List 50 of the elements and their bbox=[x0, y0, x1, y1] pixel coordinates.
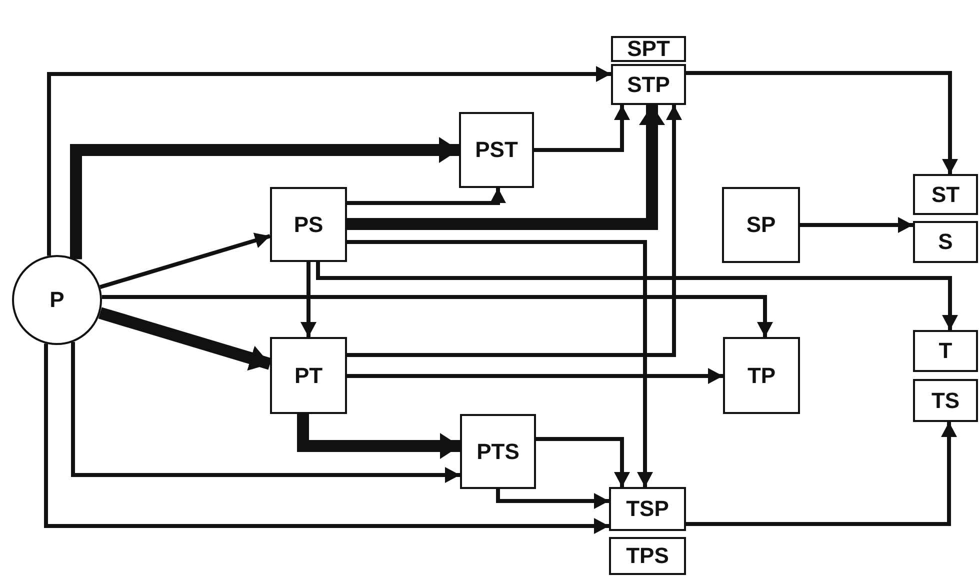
arrow bbox=[300, 262, 316, 337]
process-box bbox=[460, 414, 536, 489]
arrow bbox=[496, 489, 609, 509]
arrow bbox=[686, 71, 958, 174]
node-label: PT bbox=[294, 364, 323, 386]
process-box bbox=[270, 187, 347, 262]
process-box bbox=[723, 337, 800, 414]
arrow bbox=[536, 437, 630, 487]
process-box bbox=[722, 187, 800, 263]
node-label: S bbox=[938, 231, 953, 253]
process-box bbox=[611, 64, 686, 105]
arrow bbox=[347, 105, 682, 357]
process-box bbox=[459, 112, 534, 188]
arrow bbox=[347, 240, 653, 487]
process-box bbox=[609, 537, 686, 575]
arrow bbox=[800, 217, 913, 233]
process-box bbox=[611, 36, 686, 62]
node-label: T bbox=[938, 340, 952, 362]
arrow bbox=[71, 342, 460, 483]
process-box bbox=[270, 337, 347, 414]
process-box bbox=[913, 379, 978, 422]
node-label: TPS bbox=[626, 545, 669, 567]
arrow bbox=[316, 262, 958, 330]
arrow bbox=[100, 232, 271, 289]
arrow bbox=[98, 307, 272, 371]
arrow bbox=[347, 368, 723, 384]
arrow bbox=[47, 66, 611, 256]
node-label: SP bbox=[746, 214, 776, 236]
node-label: TSP bbox=[626, 498, 669, 520]
node-label: STP bbox=[627, 74, 670, 96]
node-label: PS bbox=[294, 214, 324, 236]
arrow bbox=[534, 105, 630, 152]
process-box bbox=[913, 174, 978, 215]
process-box bbox=[913, 330, 978, 372]
node-label: PST bbox=[475, 139, 518, 161]
arrow bbox=[297, 414, 460, 459]
process-box bbox=[609, 487, 686, 531]
node-label: SPT bbox=[627, 38, 670, 60]
arrow bbox=[102, 295, 773, 337]
node-label: ST bbox=[931, 184, 960, 206]
arrow bbox=[686, 422, 957, 526]
node-label: PTS bbox=[476, 440, 520, 462]
process-box bbox=[913, 221, 978, 263]
node-label: TS bbox=[931, 390, 960, 412]
arrow bbox=[44, 344, 609, 534]
arrow bbox=[70, 137, 459, 260]
arrow bbox=[347, 188, 506, 205]
arrow bbox=[347, 105, 665, 230]
node-label: TP bbox=[747, 364, 776, 386]
node-label: P bbox=[50, 289, 64, 311]
